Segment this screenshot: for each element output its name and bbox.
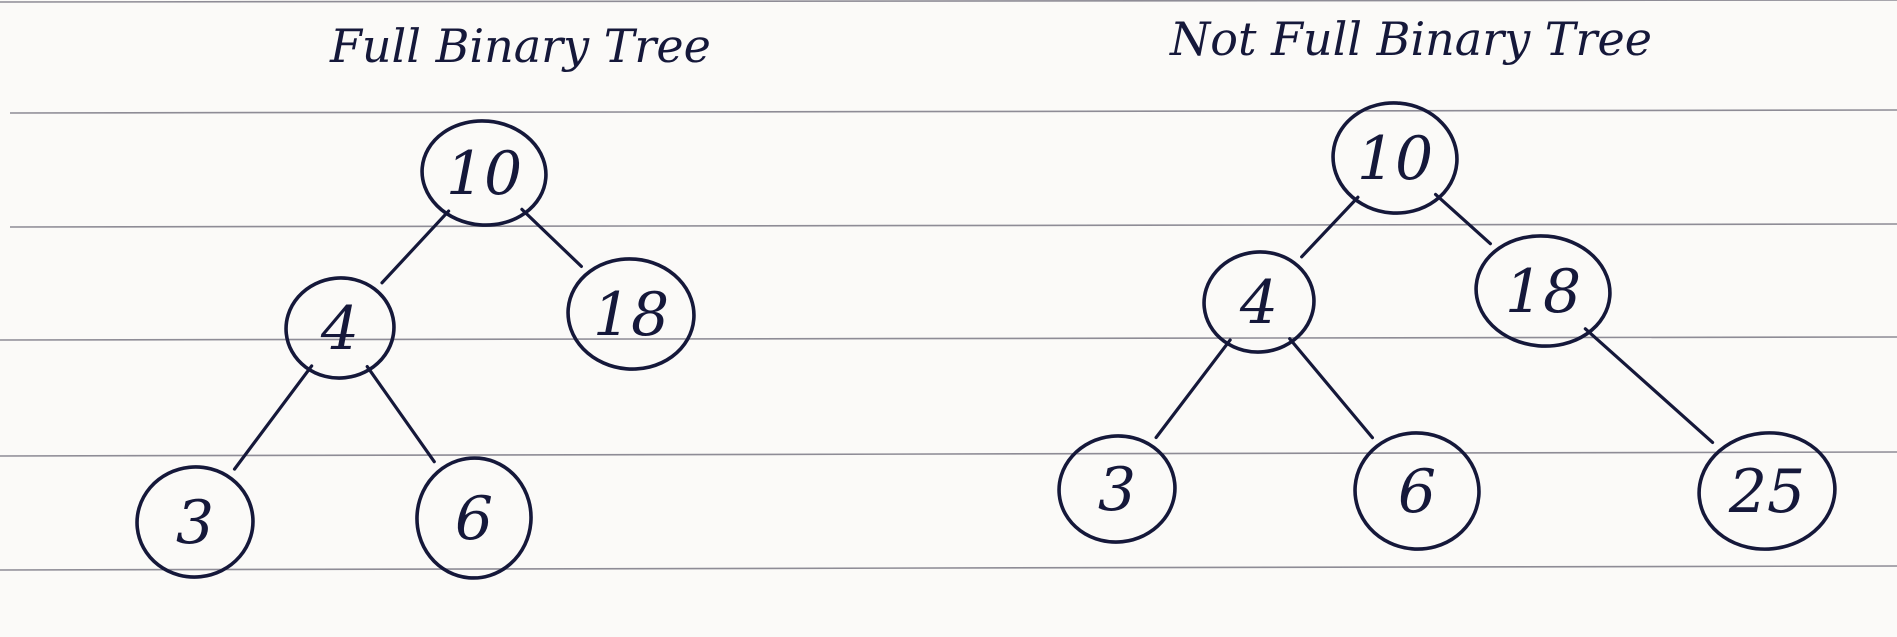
tree-edge bbox=[232, 364, 314, 471]
node-circle bbox=[284, 276, 396, 380]
tree-node: 10 bbox=[1331, 101, 1459, 215]
tree-edge bbox=[365, 364, 436, 464]
tree-node: 3 bbox=[1057, 434, 1177, 544]
tree-node: 6 bbox=[1353, 431, 1481, 551]
node-label: 10 bbox=[1357, 124, 1433, 194]
node-circle bbox=[1331, 101, 1459, 215]
tree-edge bbox=[1433, 192, 1492, 246]
node-label: 6 bbox=[455, 484, 493, 554]
tree-node: 18 bbox=[566, 257, 696, 371]
not-full-binary-tree: Not Full Binary Tree 10 4 18 3 6 25 bbox=[1057, 12, 1837, 551]
ruled-lines bbox=[0, 0, 1897, 571]
node-label: 18 bbox=[593, 280, 669, 350]
ruled-line bbox=[0, 336, 1897, 341]
node-circle bbox=[1353, 431, 1481, 551]
node-circle bbox=[420, 119, 548, 227]
node-circle bbox=[1202, 250, 1316, 354]
node-label: 6 bbox=[1398, 457, 1436, 527]
ruled-line bbox=[0, 565, 1897, 571]
node-circle bbox=[1697, 431, 1837, 551]
node-circle bbox=[1474, 234, 1612, 348]
tree-node: 25 bbox=[1697, 431, 1837, 551]
node-circle bbox=[135, 465, 255, 579]
node-circle bbox=[566, 257, 696, 371]
tree-node: 6 bbox=[415, 456, 533, 580]
node-label: 4 bbox=[1239, 268, 1278, 338]
tree-edge bbox=[1288, 337, 1374, 440]
node-label: 10 bbox=[446, 139, 522, 209]
tree-edge bbox=[1154, 338, 1232, 440]
tree-node: 18 bbox=[1474, 234, 1612, 348]
node-label: 3 bbox=[1098, 455, 1136, 525]
tree-node: 4 bbox=[1202, 250, 1316, 354]
node-label: 4 bbox=[320, 294, 359, 364]
tree-title-not-full: Not Full Binary Tree bbox=[1169, 12, 1652, 66]
tree-edge bbox=[1583, 327, 1715, 445]
ruled-line bbox=[9, 109, 1897, 114]
node-circle bbox=[415, 456, 533, 580]
node-label: 18 bbox=[1505, 257, 1581, 327]
ruled-line bbox=[0, 0, 1897, 3]
tree-edge bbox=[380, 209, 451, 285]
tree-node: 3 bbox=[135, 465, 255, 579]
ruled-line bbox=[0, 451, 1897, 457]
tree-edge bbox=[520, 207, 583, 269]
tree-node: 4 bbox=[284, 276, 396, 380]
node-label: 25 bbox=[1728, 457, 1805, 527]
tree-edge bbox=[1300, 195, 1360, 259]
ruled-line bbox=[9, 223, 1897, 228]
node-label: 3 bbox=[176, 488, 214, 558]
full-binary-tree: Full Binary Tree 10 4 18 3 6 bbox=[135, 19, 711, 580]
tree-title-full: Full Binary Tree bbox=[329, 19, 711, 73]
tree-node: 10 bbox=[420, 119, 548, 227]
node-circle bbox=[1057, 434, 1177, 544]
